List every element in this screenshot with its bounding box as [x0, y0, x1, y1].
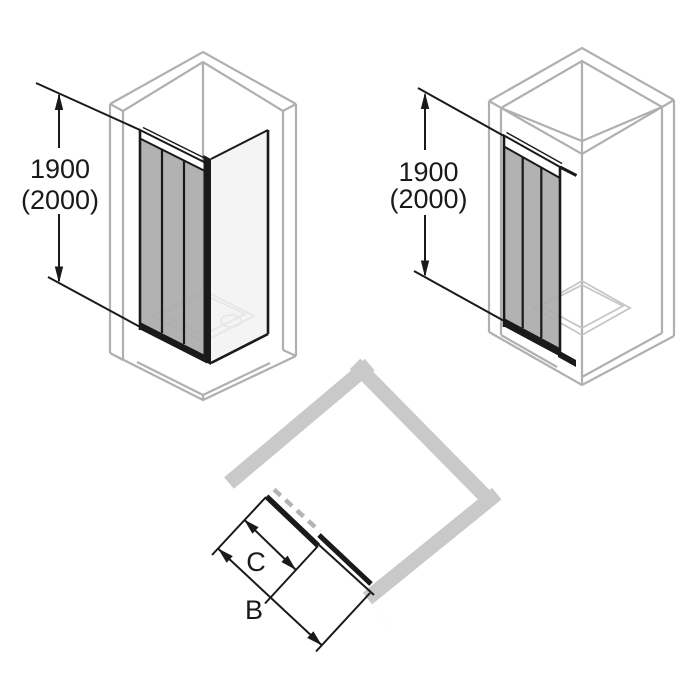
height-alt-value-label: (2000) — [21, 185, 99, 215]
height-value-label: 1900 — [398, 157, 458, 187]
plan-walls — [224, 358, 502, 637]
height-dimension-niche: 1900 (2000) — [389, 87, 507, 323]
corner-post — [203, 155, 211, 365]
bottom-wall-bracket — [558, 350, 576, 367]
arrowhead-up — [420, 92, 430, 109]
figure-niche-3d: 1900 (2000) — [389, 46, 676, 387]
height-alt-value-label: (2000) — [389, 184, 467, 214]
arrowhead-up — [54, 93, 64, 110]
dimension-b: B — [217, 547, 371, 653]
folding-door — [502, 131, 578, 367]
door-bottom-rail — [140, 322, 207, 364]
arrowhead-upleft — [218, 548, 233, 563]
top-wall-bracket — [559, 165, 578, 177]
figure-corner-entry-3d: 1900 (2000) — [21, 50, 298, 402]
dimension-b-label: B — [245, 595, 263, 625]
niche-walls-outline — [487, 46, 676, 387]
height-value-label: 1900 — [30, 154, 90, 184]
arrowhead-upleft — [244, 519, 259, 534]
height-dimension-corner-entry: 1900 (2000) — [21, 82, 143, 329]
folding-door-glass — [504, 146, 560, 348]
plan-door-second-panel — [317, 533, 373, 586]
plan-wall-upper-right — [349, 358, 495, 506]
room-corner-walls-outline — [108, 50, 298, 402]
folding-door-glass — [140, 138, 207, 356]
arrowhead-down — [54, 266, 64, 283]
arrowhead-downright — [281, 555, 296, 570]
figure-plan-view: C B — [211, 358, 502, 653]
plan-door-folded-dashed — [272, 487, 322, 534]
side-panel — [210, 129, 270, 365]
dimension-c: C — [211, 496, 319, 605]
door-panel-dividers — [521, 157, 543, 338]
door-panel-dividers — [160, 149, 186, 344]
folding-door — [138, 126, 211, 365]
plan-wall-lower-right — [362, 487, 502, 605]
door-bottom-rail — [504, 318, 560, 357]
plan-wall-upper-left — [224, 358, 375, 489]
side-panel-glass — [211, 130, 268, 363]
arrowhead-downright — [307, 631, 322, 646]
dimension-c-label: C — [246, 547, 266, 577]
plan-door-folding-section — [264, 494, 320, 548]
plan-door — [264, 487, 375, 596]
arrowhead-down — [420, 260, 430, 277]
plan-wall-return-stub — [362, 592, 399, 637]
